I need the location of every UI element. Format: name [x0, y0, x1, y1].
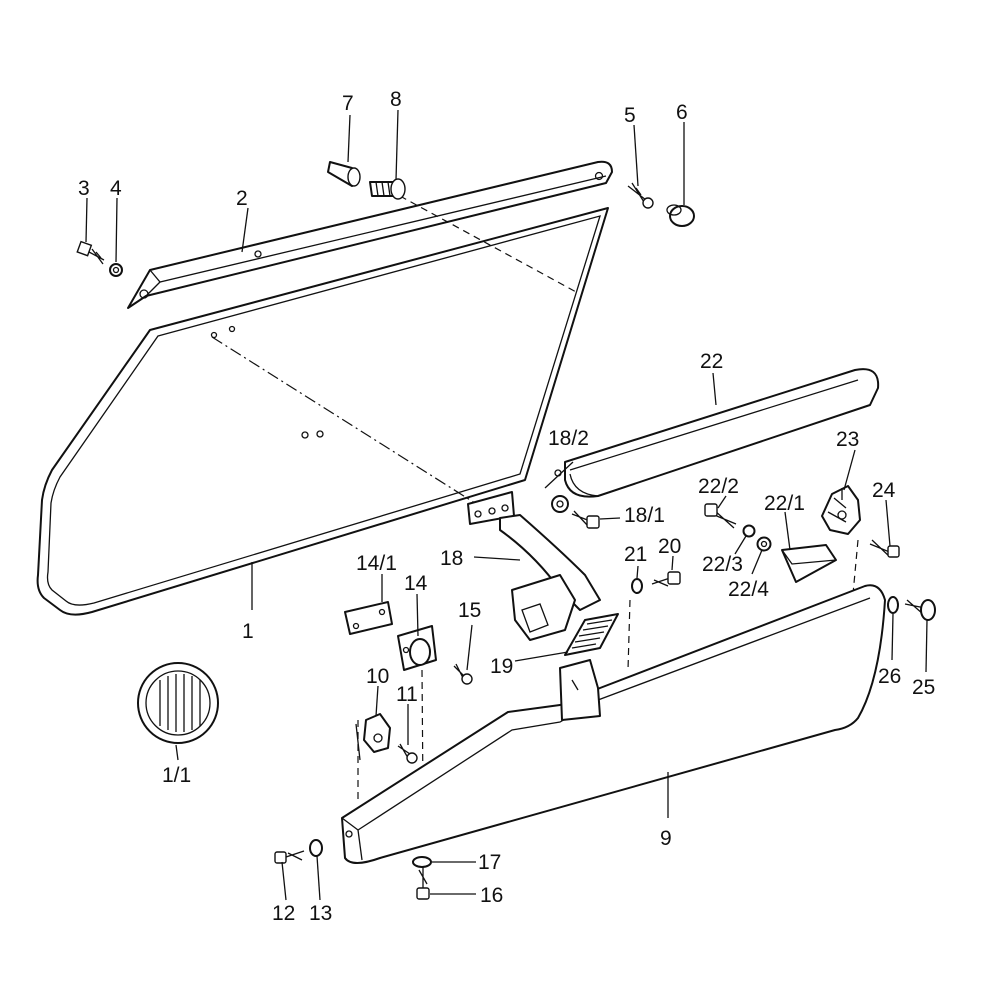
callout-7: 7 [342, 92, 354, 115]
screw-12 [274, 850, 305, 864]
latch-14 [397, 625, 437, 671]
callout-22-4: 22/4 [728, 578, 769, 601]
armrest-22 [554, 368, 880, 498]
callout-1: 1 [242, 620, 254, 643]
callout-23: 23 [836, 428, 859, 451]
callout-labels: 1 1/1 2 3 4 5 6 7 8 9 10 11 12 13 14 14/… [78, 88, 935, 925]
callout-17: 17 [478, 851, 501, 874]
screw-11 [397, 743, 418, 764]
callout-14: 14 [404, 572, 428, 595]
callout-25: 25 [912, 676, 935, 699]
washer-13 [309, 839, 323, 857]
screw-5 [627, 182, 654, 209]
callout-16: 16 [480, 884, 503, 907]
clip-10 [363, 713, 391, 753]
washer-26 [887, 596, 899, 614]
callout-4: 4 [110, 177, 122, 200]
screw-15 [453, 663, 473, 685]
screw-16 [416, 866, 430, 900]
screw-24 [869, 539, 900, 558]
callout-5: 5 [624, 104, 636, 127]
callout-26: 26 [878, 665, 901, 688]
pin-8 [369, 178, 406, 200]
callout-10: 10 [366, 665, 389, 688]
callout-20: 20 [658, 535, 681, 558]
leader-lines [85, 109, 928, 901]
assembly-line [627, 599, 631, 671]
screw-3 [76, 240, 105, 265]
assembly-line [211, 336, 487, 511]
callout-13: 13 [309, 902, 332, 925]
screw-25 [904, 599, 936, 621]
door-trim-panel [36, 207, 609, 616]
screw-20 [651, 571, 681, 587]
speaker-grille-1-1 [137, 662, 219, 744]
callout-22-3: 22/3 [702, 553, 743, 576]
assembly-line [421, 669, 424, 796]
washer-17 [412, 856, 432, 868]
callout-3: 3 [78, 177, 90, 200]
callout-19: 19 [490, 655, 513, 678]
plate-14-1 [344, 601, 393, 635]
callout-12: 12 [272, 902, 295, 925]
callout-18-2: 18/2 [548, 427, 589, 450]
callout-14-1: 14/1 [356, 552, 397, 575]
vent-grille-19 [564, 613, 619, 656]
upper-trim-strip [127, 160, 613, 309]
callout-18-1: 18/1 [624, 504, 665, 527]
washer-21 [631, 578, 643, 594]
hinge-23 [821, 485, 861, 535]
cap-6 [666, 204, 695, 227]
washer-18-2 [551, 495, 569, 513]
cover-22-1 [781, 544, 837, 583]
pin-7 [327, 161, 361, 187]
callout-24: 24 [872, 479, 896, 502]
callout-1-1: 1/1 [162, 764, 191, 787]
callout-6: 6 [676, 101, 688, 124]
door-pocket-9 [341, 584, 886, 864]
washer-4 [109, 263, 123, 277]
callout-8: 8 [390, 88, 402, 111]
callout-22-2: 22/2 [698, 475, 739, 498]
callout-22: 22 [700, 350, 723, 373]
callout-15: 15 [458, 599, 481, 622]
washer-22-3 [742, 524, 756, 538]
bracket-18 [467, 491, 601, 641]
screw-18-1 [571, 510, 600, 529]
washer-22-4 [756, 536, 772, 552]
callout-21: 21 [624, 543, 647, 566]
screw-22-2 [704, 503, 737, 529]
assembly-line [399, 195, 579, 294]
callout-22-1: 22/1 [764, 492, 805, 515]
callout-18: 18 [440, 547, 463, 570]
callout-2: 2 [236, 187, 248, 210]
callout-11: 11 [396, 683, 418, 706]
callout-9: 9 [660, 827, 672, 850]
